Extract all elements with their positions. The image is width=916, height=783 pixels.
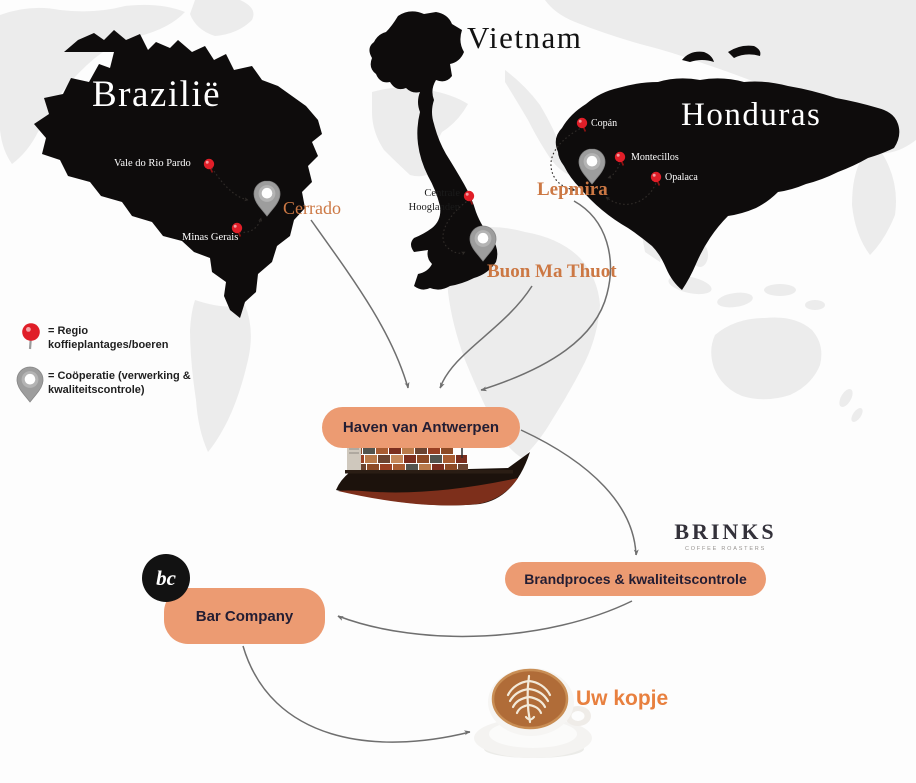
brinks-logo-name: BRINKS	[674, 519, 777, 544]
legend-regio: = Regio koffieplantages/boeren	[48, 324, 168, 352]
cup-label-uw-kopje: Uw kopje	[576, 687, 669, 710]
node-brandproces: Brandproces & kwaliteitscontrole	[505, 562, 766, 596]
coop-label-buon-ma-thuot: Buon Ma Thuot	[487, 261, 617, 282]
arrow-process-to-company	[337, 600, 633, 638]
legend-regio-line1: = Regio	[48, 325, 89, 337]
node-haven-van-antwerpen: Haven van Antwerpen	[322, 407, 520, 448]
bar-company-logo-icon: bc	[142, 554, 190, 602]
brazil-silhouette	[34, 30, 322, 318]
island-new-zealand-1	[839, 388, 853, 408]
arrow-port-to-process	[520, 429, 639, 556]
arrow-cerrado-to-port	[310, 219, 410, 389]
honduras-island-1	[682, 51, 714, 62]
coffee-cup-illustration	[474, 668, 592, 758]
country-silhouettes	[34, 11, 900, 318]
node-bar-company: Bar Company	[164, 588, 325, 644]
island-indonesia-4	[805, 300, 825, 310]
region-label-centrale-hooglanden: Centrale Hooglanden	[398, 187, 460, 215]
continent-australia	[711, 317, 822, 400]
dotted-centrale-to-coop	[442, 201, 467, 256]
region-label-minas-gerais: Minas Gerais	[182, 232, 239, 243]
legend-cooperatie-line1: = Coöperatie (verwerking &	[48, 370, 191, 382]
island-madagascar	[518, 322, 536, 354]
continent-north-america	[0, 4, 185, 164]
vietnam-silhouette	[369, 11, 498, 290]
arrow-lepmira-to-port	[480, 200, 612, 392]
region-label-centrale-line2: Hooglanden	[408, 202, 460, 214]
legend-gray-pin-icon	[16, 366, 44, 403]
island-indonesia-3	[764, 284, 796, 296]
region-label-opalaca: Opalaca	[665, 172, 698, 183]
continent-asia	[545, 0, 916, 154]
honduras-label: Honduras	[681, 97, 822, 133]
brazil-label: Brazilië	[92, 74, 222, 115]
honduras-silhouette	[555, 78, 900, 291]
coop-label-cerrado: Cerrado	[283, 198, 341, 218]
vietnam-label: Vietnam	[467, 20, 583, 55]
arrow-buonmathuot-to-port	[439, 285, 533, 389]
continent-asia-east	[852, 150, 896, 255]
coop-label-lepmira: Lepmira	[537, 179, 608, 200]
honduras-island-2	[728, 45, 761, 58]
island-new-zealand-2	[851, 408, 863, 422]
legend-regio-line2: koffieplantages/boeren	[48, 339, 169, 351]
arrow-company-to-cup	[242, 645, 471, 743]
region-label-vale-do-rio-pardo: Vale do Rio Pardo	[114, 158, 191, 169]
legend-red-pin-icon	[21, 322, 41, 351]
dotted-opalaca-to-lepmira	[605, 179, 658, 205]
island-indonesia-2	[717, 292, 753, 308]
dotted-connectors	[211, 126, 658, 256]
brinks-logo: BRINKS COFFEE ROASTERS	[668, 519, 783, 553]
bar-company-logo: bc	[142, 554, 190, 602]
route-arrows	[242, 200, 639, 743]
dotted-copan-to-lepmira	[550, 126, 584, 192]
region-label-copan: Copán	[591, 118, 618, 129]
legend-cooperatie-line2: kwaliteitscontrole)	[48, 384, 145, 396]
legend-cooperatie: = Coöperatie (verwerking & kwaliteitscon…	[48, 369, 191, 397]
container-ship-illustration	[336, 426, 530, 506]
brinks-logo-tagline: COFFEE ROASTERS	[684, 546, 767, 552]
continent-south-america	[190, 300, 251, 452]
continent-greenland	[190, 0, 254, 36]
region-label-montecillos: Montecillos	[631, 152, 679, 163]
region-label-centrale-line1: Centrale	[424, 188, 460, 199]
